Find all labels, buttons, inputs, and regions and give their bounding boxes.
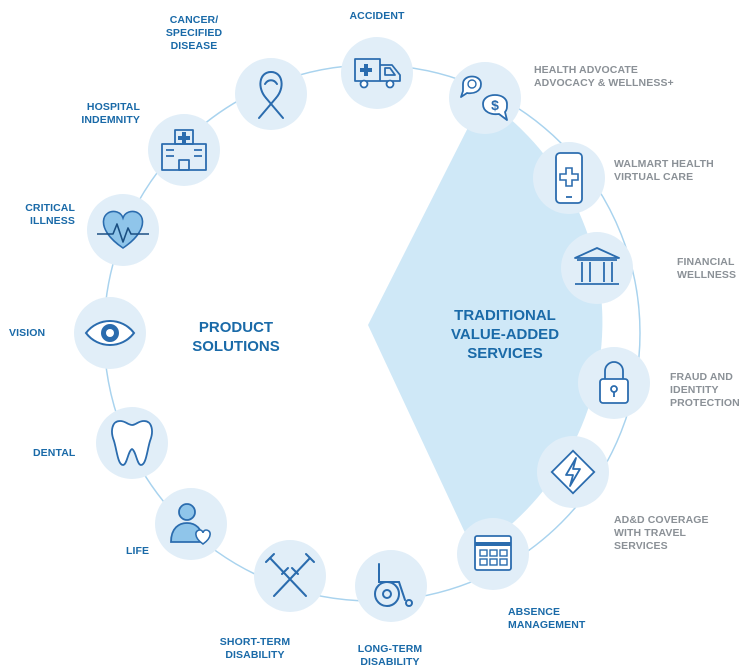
label-short-term-disability: SHORT-TERM DISABILITY — [205, 636, 305, 662]
value-added-title-line1: TRADITIONAL — [454, 307, 556, 324]
label-critical-line1: CRITICAL — [25, 202, 75, 214]
heartbeat-icon — [87, 194, 159, 266]
label-absence-line2: MANAGEMENT — [508, 619, 586, 631]
label-walmart-line1: WALMART HEALTH — [614, 158, 714, 170]
label-hospital-line2: INDEMNITY — [81, 114, 140, 126]
label-long-term-line2: DISABILITY — [360, 656, 420, 668]
value-added-services-title: TRADITIONAL VALUE-ADDED SERVICES — [430, 306, 580, 363]
label-absence-line1: ABSENCE — [508, 606, 561, 618]
label-financial-line1: FINANCIAL — [677, 256, 735, 268]
label-financial-wellness: FINANCIAL WELLNESS — [677, 256, 736, 282]
ribbon-icon — [235, 58, 307, 130]
label-hospital-line1: HOSPITAL — [86, 101, 140, 113]
label-fraud-line1: FRAUD AND — [670, 371, 733, 383]
label-cancer-line1: CANCER/ — [169, 14, 219, 26]
eye-icon — [74, 297, 146, 369]
label-health-advocate: HEALTH ADVOCATE ADVOCACY & WELLNESS+ — [534, 64, 674, 90]
label-add-coverage: AD&D COVERAGE WITH TRAVEL SERVICES — [614, 514, 709, 553]
label-walmart-health: WALMART HEALTH VIRTUAL CARE — [614, 158, 714, 184]
label-walmart-line2: VIRTUAL CARE — [614, 171, 694, 183]
label-life-line1: LIFE — [126, 545, 150, 557]
value-added-region — [368, 98, 603, 552]
label-hospital-indemnity: HOSPITAL INDEMNITY — [58, 101, 140, 127]
label-long-term-disability: LONG-TERM DISABILITY — [345, 643, 435, 669]
label-add-line1: AD&D COVERAGE — [614, 514, 709, 526]
product-solutions-title-line1: PRODUCT — [198, 319, 274, 336]
label-fraud-identity: FRAUD AND IDENTITY PROTECTION — [670, 371, 740, 410]
calendar-icon — [457, 518, 529, 590]
svg-text:$: $ — [491, 97, 499, 113]
value-added-title-line2: VALUE-ADDED — [450, 326, 560, 343]
label-health-advocate-line2: ADVOCACY & WELLNESS+ — [534, 77, 674, 89]
label-critical-illness: CRITICAL ILLNESS — [0, 202, 75, 228]
label-long-term-line1: LONG-TERM — [357, 643, 423, 655]
lightning-sign-icon — [537, 436, 609, 508]
label-critical-line2: ILLNESS — [29, 215, 75, 227]
label-life: LIFE — [126, 545, 166, 558]
label-financial-line2: WELLNESS — [677, 269, 737, 281]
label-accident: ACCIDENT — [335, 10, 419, 23]
label-dental: DENTAL — [33, 447, 93, 460]
label-add-line3: SERVICES — [614, 540, 668, 552]
bank-icon — [561, 232, 633, 304]
label-dental-line1: DENTAL — [33, 447, 76, 459]
label-short-term-line2: DISABILITY — [225, 649, 285, 661]
product-solutions-title: PRODUCT SOLUTIONS — [176, 318, 296, 356]
label-add-line2: WITH TRAVEL — [614, 527, 687, 539]
chat-apple-dollar-icon: $ — [449, 62, 521, 134]
person-heart-icon — [155, 488, 227, 560]
label-short-term-line1: SHORT-TERM — [219, 636, 291, 648]
label-health-advocate-line1: HEALTH ADVOCATE — [534, 64, 638, 76]
crutches-icon — [254, 540, 326, 612]
tooth-icon — [96, 407, 168, 479]
label-absence-management: ABSENCE MANAGEMENT — [508, 606, 585, 632]
value-added-title-line3: SERVICES — [467, 345, 543, 362]
product-solutions-title-line2: SOLUTIONS — [192, 338, 280, 355]
label-cancer-line3: DISEASE — [170, 40, 218, 52]
hospital-icon — [148, 114, 220, 186]
label-fraud-line2: IDENTITY — [670, 384, 719, 396]
label-vision: VISION — [9, 327, 69, 340]
label-vision-line1: VISION — [9, 327, 46, 339]
wheelchair-icon — [355, 550, 427, 622]
padlock-icon — [578, 347, 650, 419]
ambulance-icon — [341, 37, 413, 109]
label-accident-line1: ACCIDENT — [349, 10, 405, 22]
label-cancer-line2: SPECIFIED — [165, 27, 223, 39]
label-cancer: CANCER/ SPECIFIED DISEASE — [154, 14, 234, 53]
phone-medical-icon — [533, 142, 605, 214]
label-fraud-line3: PROTECTION — [670, 397, 740, 409]
